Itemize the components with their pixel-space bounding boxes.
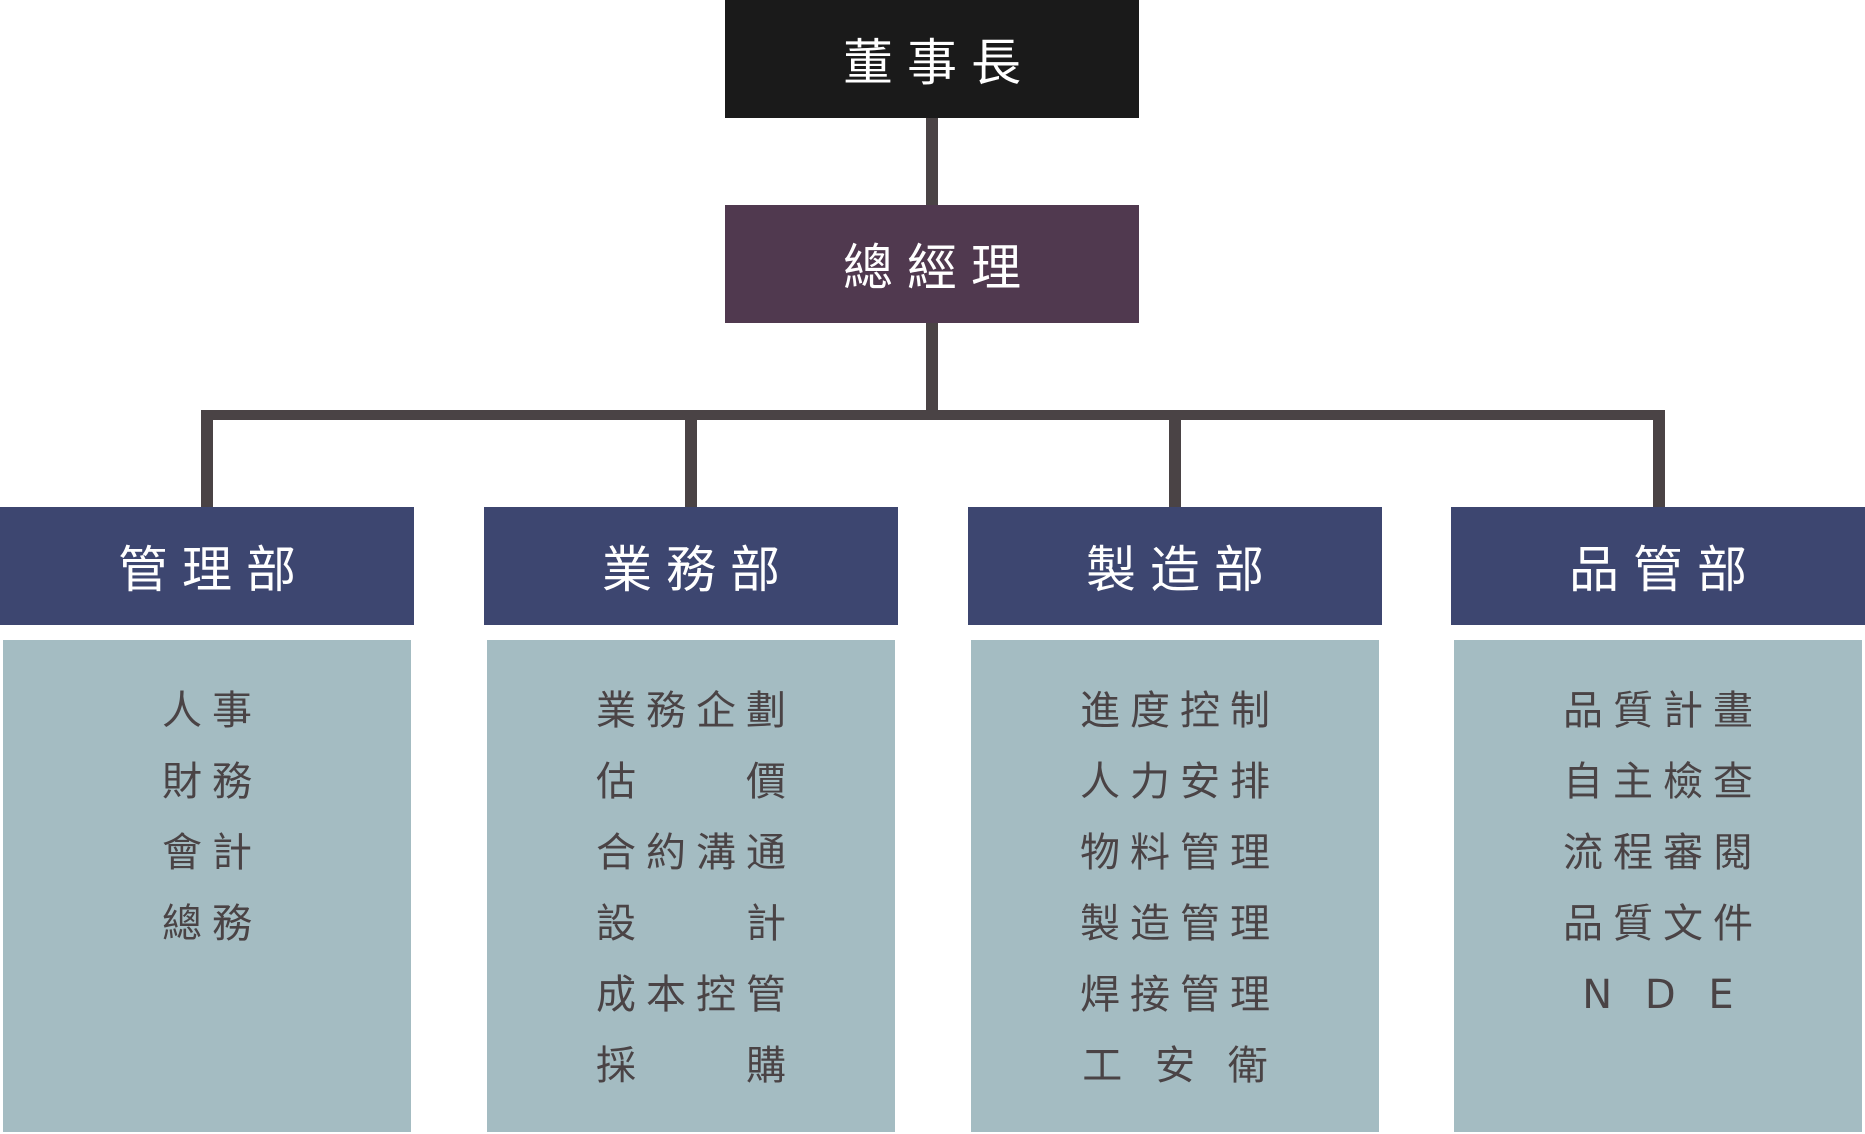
duty-item: 業務企劃 [596, 688, 796, 734]
duty-item: 會計 [162, 830, 262, 876]
duty-item: 焊接管理 [1080, 972, 1280, 1018]
connector-horizontal-bus [201, 410, 1663, 420]
connector-chairman-gm [926, 118, 938, 205]
duty-item: 品質計畫 [1563, 688, 1763, 734]
connector-dept-4 [1653, 410, 1665, 507]
duty-item: 進度控制 [1080, 688, 1280, 734]
duty-item: 設 計 [596, 901, 796, 947]
duty-item: 人事 [162, 688, 262, 734]
duty-item: 總務 [162, 901, 262, 947]
duty-item: 估 價 [596, 759, 796, 805]
duty-item: 物料管理 [1080, 830, 1280, 876]
connector-gm-bus [926, 323, 938, 415]
duty-item: 品質文件 [1563, 901, 1763, 947]
department-box-quality: 品管部 [1451, 507, 1865, 625]
department-box-management: 管理部 [0, 507, 414, 625]
duty-item: 成本控管 [596, 972, 796, 1018]
department-box-manufacturing: 製造部 [968, 507, 1382, 625]
duty-item: 人力安排 [1080, 759, 1280, 805]
duty-item: 合約溝通 [596, 830, 796, 876]
chairman-box: 董事長 [725, 0, 1139, 118]
duty-item: 採 購 [596, 1043, 796, 1089]
connector-dept-2 [685, 410, 697, 507]
duty-item: 自主檢查 [1563, 759, 1763, 805]
duties-panel-manufacturing: 進度控制 人力安排 物料管理 製造管理 焊接管理 工 安 衛 [971, 640, 1379, 1132]
duties-panel-quality: 品質計畫 自主檢查 流程審閱 品質文件 N D E [1454, 640, 1862, 1132]
duty-item: N D E [1582, 972, 1744, 1018]
duty-item: 製造管理 [1080, 901, 1280, 947]
duty-item: 財務 [162, 759, 262, 805]
department-box-sales: 業務部 [484, 507, 898, 625]
connector-dept-3 [1169, 410, 1181, 507]
general-manager-box: 總經理 [725, 205, 1139, 323]
duties-panel-management: 人事 財務 會計 總務 [3, 640, 411, 1132]
duty-item: 工 安 衛 [1082, 1043, 1278, 1089]
duty-item: 流程審閱 [1563, 830, 1763, 876]
connector-dept-1 [201, 410, 213, 507]
duties-panel-sales: 業務企劃 估 價 合約溝通 設 計 成本控管 採 購 [487, 640, 895, 1132]
